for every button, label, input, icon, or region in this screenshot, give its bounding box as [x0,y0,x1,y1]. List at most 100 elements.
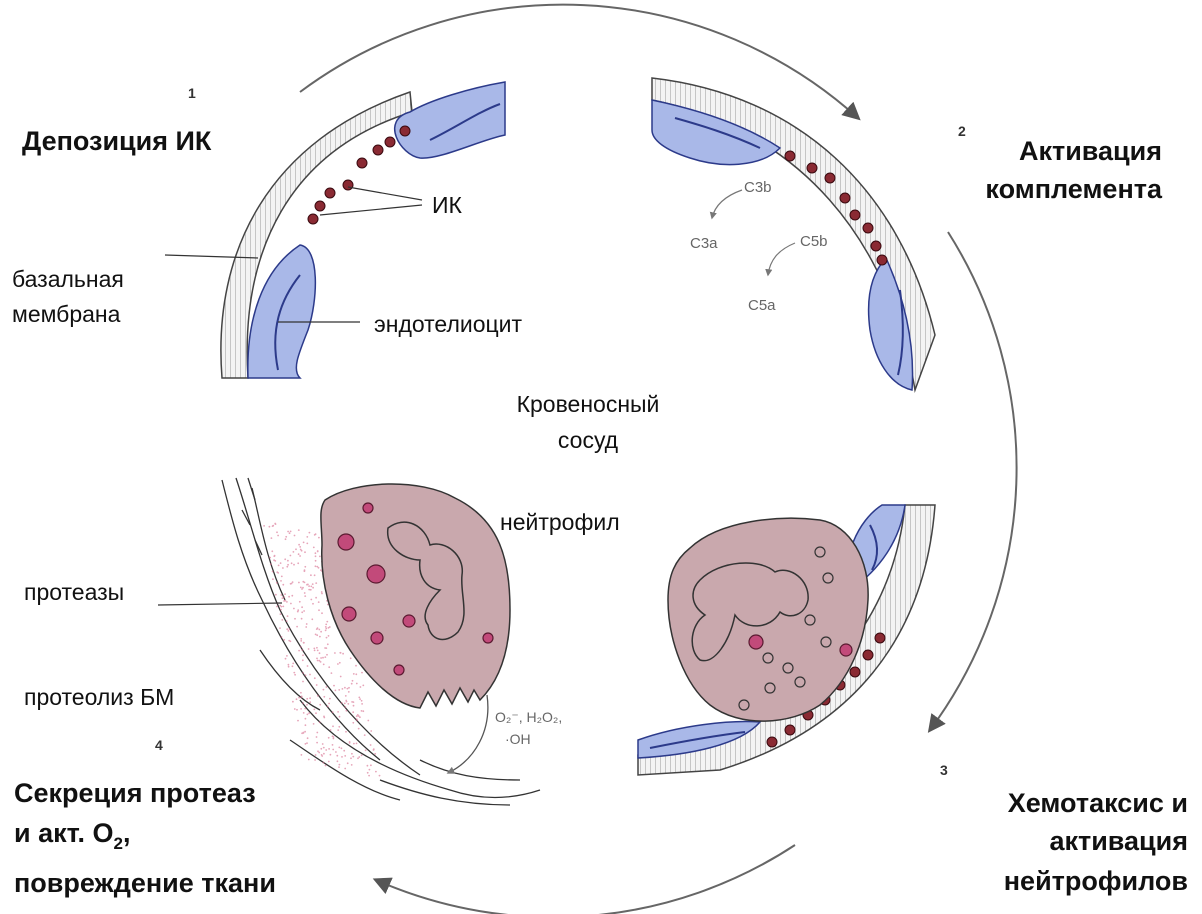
protease-dot [310,589,312,591]
protease-dot [328,737,330,739]
protease-dot [323,664,325,666]
protease-dot [294,708,296,710]
protease-dot [373,749,375,751]
protease-dot [300,638,302,640]
protease-dot [314,677,316,679]
protease-dot [288,666,290,668]
protease-dot [353,701,355,703]
protease-dot [297,720,299,722]
protease-dot [347,703,349,705]
vessel-label-line1: Кровеносный [517,391,660,417]
protease-dot [301,732,303,734]
protease-dot [323,696,325,698]
protease-dot [280,609,282,611]
step-number-1: 1 [188,85,196,101]
protease-dot [306,704,308,706]
protease-dot [299,555,301,557]
protease-dot [359,698,361,700]
immune-complex-label: ИК [432,192,463,218]
protease-dot [303,642,305,644]
protease-dot [317,660,319,662]
protease-dot [364,734,366,736]
protease-dot [300,708,302,710]
protease-dot [337,760,339,762]
protease-dot [320,569,322,571]
protease-dot [302,659,304,661]
protease-dot [292,665,294,667]
protease-dot [351,764,353,766]
protease-dot [341,702,343,704]
protease-dot [330,754,332,756]
protease-dot [304,592,306,594]
protease-dot [302,702,304,704]
protease-dot [347,762,349,764]
protease-dot [333,685,335,687]
protease-dot [300,549,302,551]
proteolysis-label: протеолиз БМ [24,684,174,710]
protease-dot [341,756,343,758]
protease-dot [347,688,349,690]
protease-dot [325,626,327,628]
protease-dot [317,750,319,752]
endothelial-cell-label: эндотелиоцит [374,311,523,337]
protease-dot [285,600,287,602]
protease-dot [340,676,342,678]
protease-dot [328,627,330,629]
protease-dot [303,712,305,714]
protease-dot [304,731,306,733]
protease-dot [298,529,300,531]
protease-dot [346,710,348,712]
protease-dot [304,582,306,584]
protease-dot [305,718,307,720]
protease-dot [286,628,288,630]
protease-dot [286,620,288,622]
protease-dot [269,557,271,559]
protease-dot [325,624,327,626]
protease-dot [309,674,311,676]
protease-dot [332,749,334,751]
protease-dot [288,664,290,666]
protease-dot [315,552,317,554]
protease-dot [290,555,292,557]
protease-dot [323,753,325,755]
protease-dot [305,743,307,745]
step-number-4: 4 [155,737,163,753]
protease-dot [332,744,334,746]
protease-dot [349,742,351,744]
protease-dot [328,761,330,763]
protease-dot [361,710,363,712]
protease-dot [297,562,299,564]
protease-dot [315,565,317,567]
protease-dot [315,754,317,756]
step-number-2: 2 [958,123,966,139]
protease-dot [317,550,319,552]
protease-dot [313,723,315,725]
protease-dot [284,593,286,595]
protease-dot [315,560,317,562]
protease-dot [286,566,288,568]
protease-dot [355,673,357,675]
protease-dot [305,724,307,726]
protease-dot [339,662,341,664]
protease-dot [358,697,360,699]
protease-dot [319,721,321,723]
protease-dot [316,742,318,744]
protease-dot [308,648,310,650]
protease-dot [348,691,350,693]
protease-dot [314,650,316,652]
protease-dot [283,596,285,598]
protease-dot [286,655,288,657]
protease-dot [356,715,358,717]
step-title-2-line2: комплемента [985,174,1163,204]
vessel-wall-top-right [652,78,935,390]
protease-dot [272,578,274,580]
protease-dot [306,623,308,625]
protease-dot [341,747,343,749]
protease-dot [280,613,282,615]
protease-dot [321,593,323,595]
protease-dot [296,709,298,711]
protease-dot [367,772,369,774]
ik-pointer-lines [320,187,422,215]
protease-dot [317,627,319,629]
